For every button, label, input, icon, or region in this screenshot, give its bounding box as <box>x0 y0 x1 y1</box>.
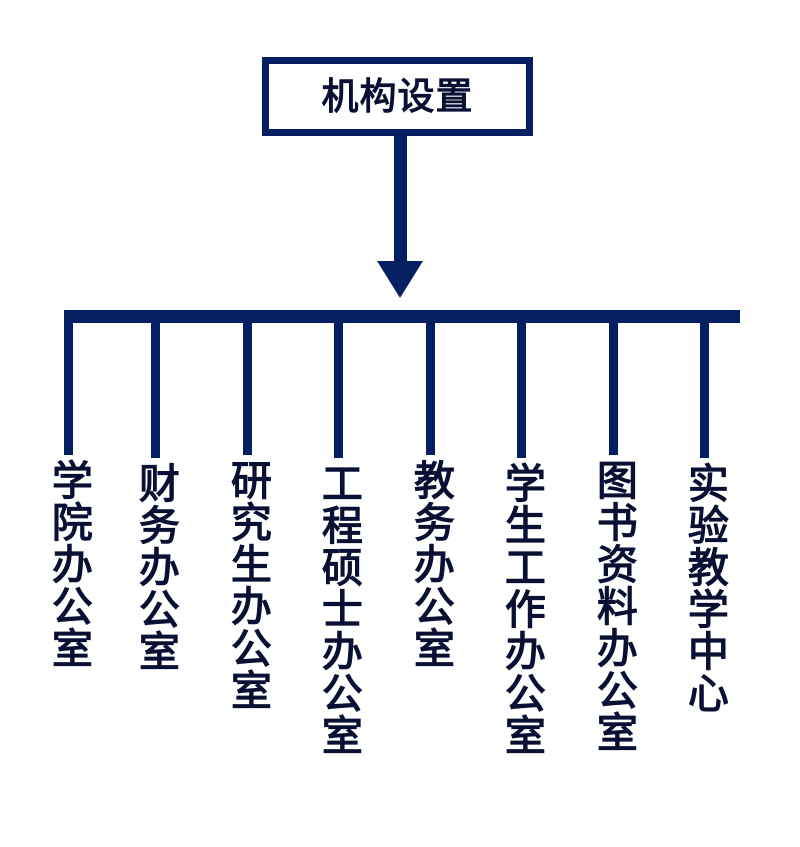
branch-2[interactable]: 财务办公室 <box>117 310 193 672</box>
branch-label-5: 教务办公室 <box>406 459 455 669</box>
branch-label-6: 学生工作办公室 <box>497 462 546 756</box>
branch-connector-line <box>242 310 252 455</box>
branch-4[interactable]: 工程硕士办公室 <box>300 310 376 756</box>
arrow-stem <box>394 136 407 264</box>
branch-connector-line <box>516 310 526 458</box>
branch-connector-line <box>333 310 343 458</box>
branch-label-2: 财务办公室 <box>131 462 180 672</box>
branch-label-4: 工程硕士办公室 <box>314 462 363 756</box>
branch-connector-line <box>608 310 618 455</box>
branch-label-3: 研究生办公室 <box>223 459 272 711</box>
branch-8[interactable]: 实验教学中心 <box>666 310 742 714</box>
branch-7[interactable]: 图书资料办公室 <box>575 310 651 753</box>
branch-connector-line <box>425 310 435 455</box>
branch-label-8: 实验教学中心 <box>680 462 729 714</box>
branch-connector-line <box>699 310 709 458</box>
branch-connector-line <box>150 310 160 458</box>
branch-5[interactable]: 教务办公室 <box>392 310 468 669</box>
branch-label-1: 学院办公室 <box>44 459 93 669</box>
branch-6[interactable]: 学生工作办公室 <box>483 310 559 756</box>
branch-3[interactable]: 研究生办公室 <box>209 310 285 711</box>
branch-connector-line <box>63 310 73 455</box>
root-node-label: 机构设置 <box>321 75 474 118</box>
branch-label-7: 图书资料办公室 <box>589 459 638 753</box>
branch-bus-bar <box>66 310 740 323</box>
arrow-head-icon <box>377 261 423 298</box>
root-node-box[interactable]: 机构设置 <box>262 57 533 136</box>
branch-1[interactable]: 学院办公室 <box>30 310 106 669</box>
